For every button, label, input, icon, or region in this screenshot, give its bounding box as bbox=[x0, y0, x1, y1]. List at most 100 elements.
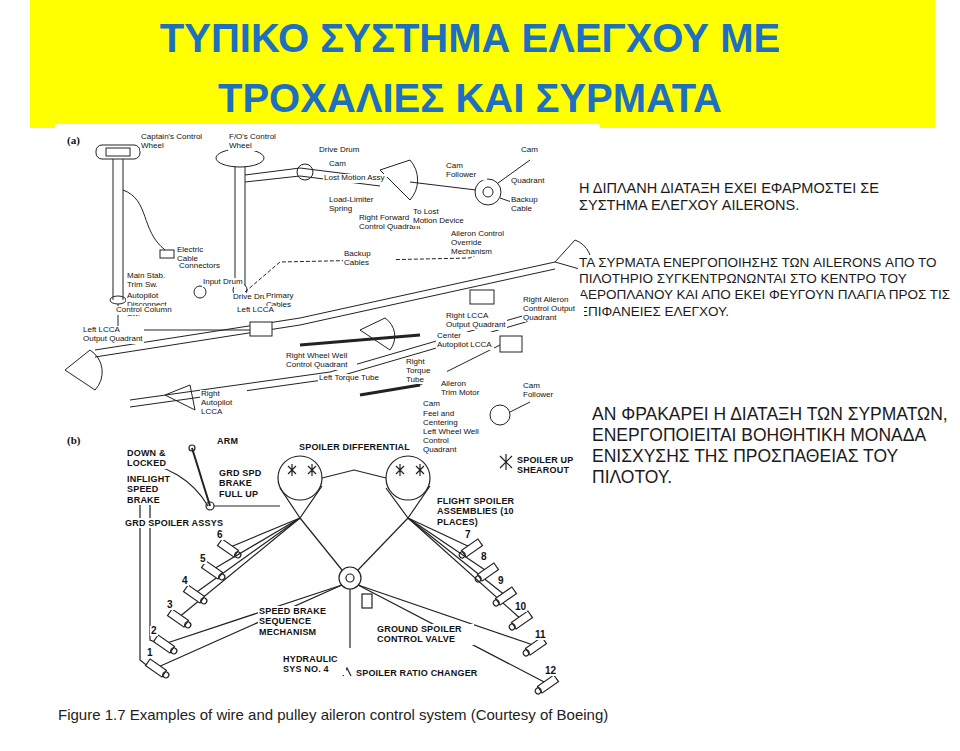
cable-line bbox=[510, 402, 530, 412]
pulley-drum bbox=[346, 574, 354, 582]
part-label: Right Aileron Control Output Quadrant bbox=[522, 296, 584, 322]
pulley-drum bbox=[386, 456, 430, 500]
spoiler-actuator bbox=[457, 539, 482, 560]
control-wheel bbox=[110, 296, 126, 304]
pulley-drum bbox=[218, 573, 226, 581]
panel-letter: (a) bbox=[66, 134, 81, 146]
part-label: INFLIGHT SPEED BRAKE bbox=[126, 474, 173, 505]
part-label: Cam bbox=[328, 160, 352, 169]
cable-line bbox=[280, 486, 322, 518]
spoiler-actuator bbox=[168, 609, 193, 630]
note-text: ΑΝ ΦΡΑΚΑΡΕΙ Η ΔΙΑΤΑΞΗ ΤΩΝ ΣΥΡΜΑΤΩΝ, ΕΝΕΡ… bbox=[591, 404, 955, 488]
figure-caption: Figure 1.7 Examples of wire and pulley a… bbox=[58, 706, 618, 724]
cable-line bbox=[123, 159, 124, 300]
mechanism-part bbox=[96, 145, 140, 159]
cable-line bbox=[358, 585, 536, 646]
cable-line bbox=[358, 518, 408, 570]
spoiler-actuator bbox=[218, 539, 243, 560]
cable-line bbox=[192, 448, 210, 506]
part-label: Input Drum bbox=[202, 278, 244, 287]
cable-line bbox=[245, 166, 246, 285]
spoiler-actuator bbox=[521, 637, 546, 658]
pulley-drum bbox=[490, 405, 510, 425]
pulley-drum bbox=[170, 647, 178, 655]
slide-title: ΤΥΠΙΚΟ ΣΥΣΤΗΜΑ ΕΛΕΓΧΟΥ ΜΕ ΤΡΟΧΑΛΙΕΣ ΚΑΙ … bbox=[60, 8, 880, 128]
cable-line bbox=[386, 486, 430, 518]
pulley-drum bbox=[339, 567, 361, 589]
callout-number: 3 bbox=[166, 600, 174, 610]
pulley-drum bbox=[508, 623, 516, 631]
pulley-drum bbox=[184, 621, 192, 629]
panel-letter: (b) bbox=[66, 434, 81, 446]
part-label: Control Column bbox=[115, 306, 177, 315]
spoiler-actuator bbox=[184, 585, 209, 606]
part-label: Center Autopilot LCCA bbox=[436, 332, 494, 350]
spoiler-system bbox=[136, 445, 558, 696]
mechanism-part bbox=[106, 148, 130, 156]
spoiler-actuator bbox=[202, 561, 227, 582]
cable-line bbox=[65, 350, 102, 390]
cable-line bbox=[95, 269, 555, 357]
part-label: FLIGHT SPOILER ASSEMBLIES (10 PLACES) bbox=[436, 496, 550, 527]
cable-line bbox=[178, 518, 300, 618]
cable-line bbox=[300, 518, 342, 570]
aileron-mechanism bbox=[65, 145, 591, 425]
cable-line bbox=[113, 159, 114, 300]
part-label: Backup Cable bbox=[510, 196, 552, 214]
cable-line bbox=[410, 182, 476, 190]
mechanism-part bbox=[500, 336, 522, 352]
title-band bbox=[30, 0, 935, 128]
part-label: Cam bbox=[520, 146, 544, 155]
cable-line bbox=[349, 589, 350, 648]
part-label: To Lost Motion Device bbox=[412, 208, 466, 226]
pulley-drum bbox=[534, 687, 542, 695]
callout-number: 8 bbox=[480, 552, 488, 562]
part-label: SPOILER RATIO CHANGER bbox=[355, 668, 482, 678]
spoiler-actuator bbox=[533, 675, 558, 696]
part-label: Left LCCA bbox=[236, 306, 278, 315]
cable-line bbox=[500, 454, 512, 470]
callout-number: 10 bbox=[514, 602, 527, 612]
pulley-drum bbox=[200, 597, 208, 605]
pulley-drum bbox=[234, 551, 242, 559]
note-text: ΤΑ ΣΥΡΜΑΤΑ ΕΝΕΡΓΟΠΟΙΗΣΗΣ ΤΩΝ AILERONS ΑΠ… bbox=[578, 255, 952, 320]
callout-number: 7 bbox=[464, 530, 472, 540]
callout-number: 9 bbox=[497, 576, 505, 586]
pulley-drum bbox=[189, 445, 195, 451]
spoiler-actuator bbox=[473, 563, 498, 584]
cable-line bbox=[360, 318, 395, 350]
cable-line bbox=[95, 262, 555, 350]
part-label: Cam Follower bbox=[522, 382, 564, 400]
cable-line bbox=[360, 385, 420, 395]
cable-line bbox=[396, 464, 404, 476]
mechanism-part bbox=[160, 250, 174, 258]
callout-number: 6 bbox=[216, 530, 224, 540]
pulley-drum bbox=[458, 551, 466, 559]
part-label: Aileron Trim Motor bbox=[440, 380, 482, 398]
note-text: Η ΔΙΠΛΑΝΗ ΔΙΑΤΑΞΗ ΕΧΕΙ ΕΦΑΡΜΟΣΤΕΙ ΣΕ ΣΥΣ… bbox=[578, 180, 935, 215]
figure-ground bbox=[55, 124, 600, 134]
part-label: Quadrant bbox=[510, 177, 557, 186]
legend-text: SPOILER UP SHEAROUT bbox=[516, 455, 590, 476]
callout-number: 5 bbox=[199, 554, 207, 564]
part-label: DOWN & LOCKED bbox=[126, 448, 173, 469]
part-label: Connectors bbox=[178, 262, 230, 271]
pulley-drum bbox=[194, 286, 206, 298]
part-label: HYDRAULIC SYS NO. 4 bbox=[282, 654, 346, 675]
cable-line bbox=[308, 464, 316, 476]
pulley-drum bbox=[278, 456, 322, 500]
cable-line bbox=[408, 518, 522, 620]
part-label: Main Stab. Trim Sw. bbox=[126, 272, 168, 290]
pulley-drum bbox=[162, 671, 170, 679]
cable-line bbox=[165, 385, 195, 410]
callout-number: 11 bbox=[534, 630, 547, 640]
part-label: Left LCCA Output Quadrant bbox=[82, 326, 144, 344]
cable-line bbox=[130, 312, 560, 407]
part-label: F/O's Control Wheel bbox=[228, 133, 288, 151]
cable-line bbox=[130, 305, 560, 400]
callout-number: 1 bbox=[146, 648, 154, 658]
part-label: Right Wheel Well Control Quadrant bbox=[285, 352, 357, 370]
part-label: Left Wheel Well Control Quadrant bbox=[422, 428, 484, 454]
pulley-drum bbox=[522, 649, 530, 657]
part-label: Lost Motion Assy bbox=[323, 174, 387, 183]
